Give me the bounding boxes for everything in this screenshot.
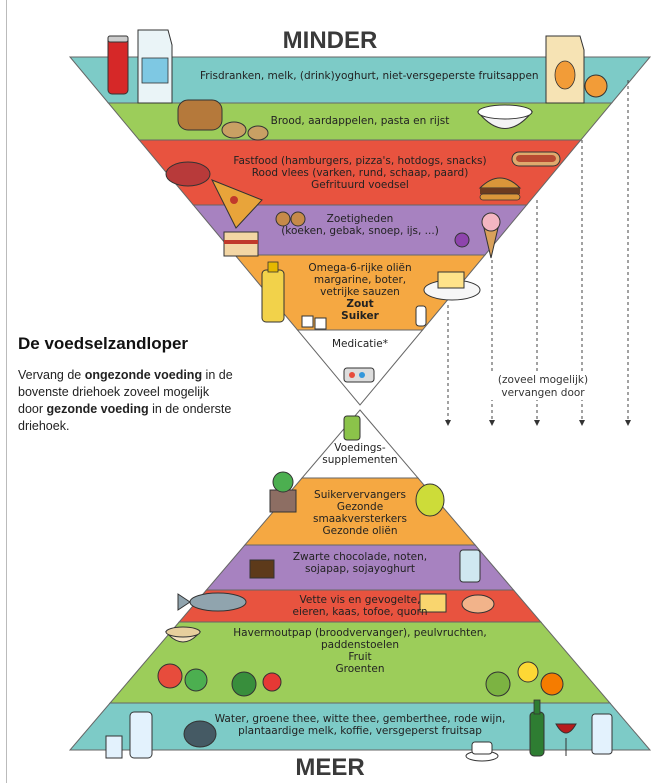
lower-label-supplements: Voedings-supplementen bbox=[200, 442, 520, 466]
lower-label-line: Suikervervangers bbox=[314, 489, 406, 501]
arrow-heads bbox=[445, 420, 631, 426]
lower-label-line: Gezonde oliën bbox=[322, 525, 398, 537]
oatmeal-icon bbox=[164, 626, 202, 643]
replace-note-line-2: vervangen door bbox=[501, 387, 585, 399]
fruit-icon bbox=[485, 661, 564, 697]
supplement-jar-icon bbox=[343, 415, 361, 441]
lower-label-grains: Havermoutpap (broodvervanger), peulvruch… bbox=[200, 627, 520, 675]
milk-carton-icon bbox=[137, 29, 173, 104]
frame-border bbox=[6, 0, 7, 783]
vegetables-icon bbox=[157, 663, 282, 697]
hamburger-icon bbox=[478, 177, 522, 201]
sugar-cubes-icon bbox=[301, 315, 327, 330]
cake-icon bbox=[223, 231, 259, 257]
chocolate-icon bbox=[249, 559, 275, 579]
chicken-icon bbox=[461, 594, 495, 614]
water-glass-icon bbox=[105, 711, 153, 759]
butter-dish-icon bbox=[423, 271, 481, 301]
upper-label-line: Frisdranken, melk, (drink)yoghurt, niet-… bbox=[200, 70, 539, 82]
lower-label-line: Gezonde bbox=[336, 501, 384, 513]
side-text-part: in de bovenste driehoek zoveel mogelijk … bbox=[18, 368, 233, 416]
upper-label-line: Suiker bbox=[341, 310, 379, 322]
coffee-cup-icon bbox=[465, 741, 499, 762]
side-text-emphasis: ongezonde voeding bbox=[84, 368, 203, 382]
lower-label-line: Vette vis en gevogelte, bbox=[299, 594, 421, 606]
upper-label-line: (koeken, gebak, snoep, ijs, ...) bbox=[281, 225, 439, 237]
coke-can-icon bbox=[107, 35, 129, 95]
teapot-icon bbox=[183, 720, 217, 748]
side-description: Vervang de ongezonde voeding in de boven… bbox=[18, 367, 233, 435]
upper-label-line: Zout bbox=[346, 298, 374, 310]
pizza-icon bbox=[210, 179, 263, 229]
pills-icon bbox=[343, 367, 375, 383]
arrow-head-2 bbox=[489, 420, 495, 426]
upper-label-line: Fastfood (hamburgers, pizza's, hotdogs, … bbox=[233, 155, 487, 167]
lower-label-line: paddenstoelen bbox=[320, 639, 400, 651]
upper-label-line: Gefrituurd voedsel bbox=[311, 179, 409, 191]
olive-oil-icon bbox=[415, 483, 445, 517]
bread-icon bbox=[177, 99, 223, 131]
lower-label-line: Zwarte chocolade, noten, bbox=[292, 551, 428, 563]
wine-bottle-icon bbox=[529, 699, 545, 757]
lower-label-line: Water, groene thee, witte thee, gemberth… bbox=[214, 713, 506, 725]
upper-label-line: Zoetigheden bbox=[326, 213, 394, 225]
upper-label-medication: Medicatie* bbox=[200, 338, 520, 350]
upper-label-line: vetrijke sauzen bbox=[320, 286, 400, 298]
upper-label-drinks: Frisdranken, melk, (drink)yoghurt, niet-… bbox=[200, 70, 539, 82]
lower-label-line: Groenten bbox=[335, 663, 385, 675]
upper-label-sweets: Zoetigheden(koeken, gebak, snoep, ijs, .… bbox=[200, 213, 520, 237]
candy-icon bbox=[454, 232, 470, 248]
side-text-part: Vervang de bbox=[18, 368, 85, 382]
ice-cream-icon bbox=[481, 212, 501, 259]
lower-label-line: Havermoutpap (broodvervanger), peulvruch… bbox=[233, 627, 487, 639]
lower-label-water: Water, groene thee, witte thee, gemberth… bbox=[200, 713, 520, 737]
side-text-emphasis: gezonde voeding bbox=[46, 402, 149, 416]
potato-icon bbox=[221, 121, 269, 141]
lower-label-line: plantaardige melk, koffie, versgeperst f… bbox=[238, 725, 482, 737]
upper-label-line: Medicatie* bbox=[331, 338, 389, 350]
soy-milk-icon bbox=[459, 549, 481, 583]
lower-label-line: smaakversterkers bbox=[313, 513, 407, 525]
arrow-head-5 bbox=[625, 420, 631, 426]
lower-label-line: supplementen bbox=[322, 454, 398, 466]
nuts-icon bbox=[275, 211, 306, 227]
lower-label-line: sojapap, sojayoghurt bbox=[305, 563, 415, 575]
upper-label-starches: Brood, aardappelen, pasta en rijst bbox=[200, 115, 520, 127]
lower-label-line: eieren, kaas, tofoe, quorn bbox=[292, 606, 428, 618]
lower-label-chocolate: Zwarte chocolade, noten,sojapap, sojayog… bbox=[200, 551, 520, 575]
replace-note-line-1: (zoveel mogelijk) bbox=[497, 374, 589, 386]
upper-label-line: Rood vlees (varken, rund, schaap, paard) bbox=[251, 167, 469, 179]
rice-bowl-icon bbox=[476, 104, 534, 129]
oil-bottle-icon bbox=[261, 261, 285, 323]
arrow-head-4 bbox=[579, 420, 585, 426]
bottom-label-meer: MEER bbox=[295, 754, 365, 781]
upper-label-line: Omega-6-rijke oliën bbox=[308, 262, 412, 274]
arrow-head-1 bbox=[445, 420, 451, 426]
herbs-icon bbox=[269, 471, 297, 513]
side-title: De voedselzandloper bbox=[18, 334, 189, 353]
upper-label-line: margarine, boter, bbox=[313, 274, 407, 286]
juice-glass-icon bbox=[591, 713, 613, 755]
upper-label-line: Brood, aardappelen, pasta en rijst bbox=[270, 115, 450, 127]
hotdog-icon bbox=[511, 151, 561, 167]
salt-shaker-icon bbox=[415, 305, 427, 327]
top-label-minder: MINDER bbox=[282, 27, 378, 54]
lower-label-line: Voedings- bbox=[334, 442, 386, 454]
lower-label-fish: Vette vis en gevogelte,eieren, kaas, tof… bbox=[200, 594, 520, 618]
wine-glass-icon bbox=[555, 723, 577, 756]
juice-carton-icon bbox=[545, 35, 585, 104]
fruit-icon bbox=[584, 74, 608, 98]
arrow-head-3 bbox=[534, 420, 540, 426]
replace-note: (zoveel mogelijk) vervangen door bbox=[488, 374, 598, 400]
upper-label-fastfood: Fastfood (hamburgers, pizza's, hotdogs, … bbox=[200, 155, 520, 191]
fish-icon bbox=[177, 592, 247, 612]
cheese-icon bbox=[419, 593, 447, 613]
side-text-part: in de onderste driehoek. bbox=[18, 402, 232, 433]
lower-label-line: Fruit bbox=[348, 651, 372, 663]
meat-icon bbox=[165, 161, 211, 187]
